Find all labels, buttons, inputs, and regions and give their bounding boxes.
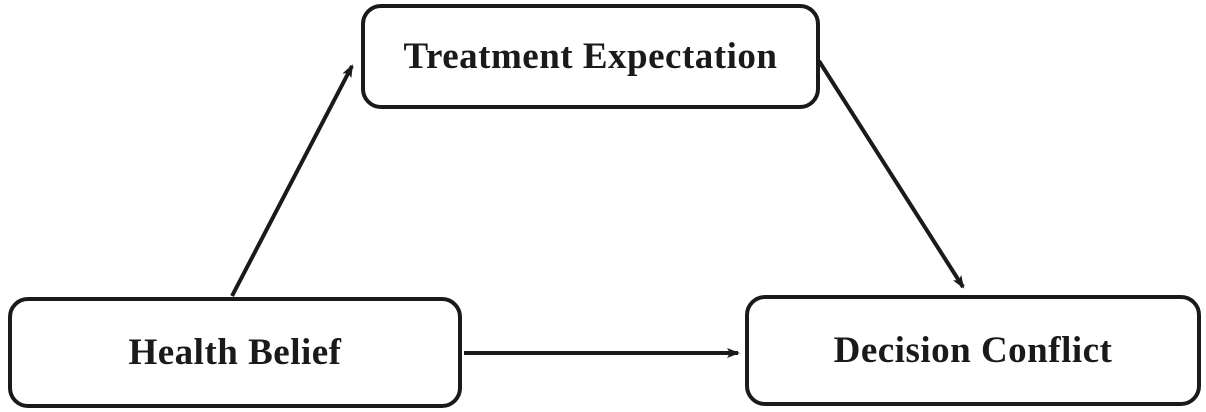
node-health-belief-label: Health Belief (128, 332, 342, 373)
node-decision-conflict-label: Decision Conflict (833, 330, 1113, 371)
node-health-belief: Health Belief (8, 297, 462, 408)
node-treatment-expectation-label: Treatment Expectation (403, 36, 778, 77)
node-decision-conflict: Decision Conflict (745, 295, 1201, 406)
arrow-treatment-expectation-to-decision-conflict (817, 59, 965, 289)
node-treatment-expectation: Treatment Expectation (361, 4, 820, 109)
arrow-health-belief-to-treatment-expectation (230, 64, 354, 297)
